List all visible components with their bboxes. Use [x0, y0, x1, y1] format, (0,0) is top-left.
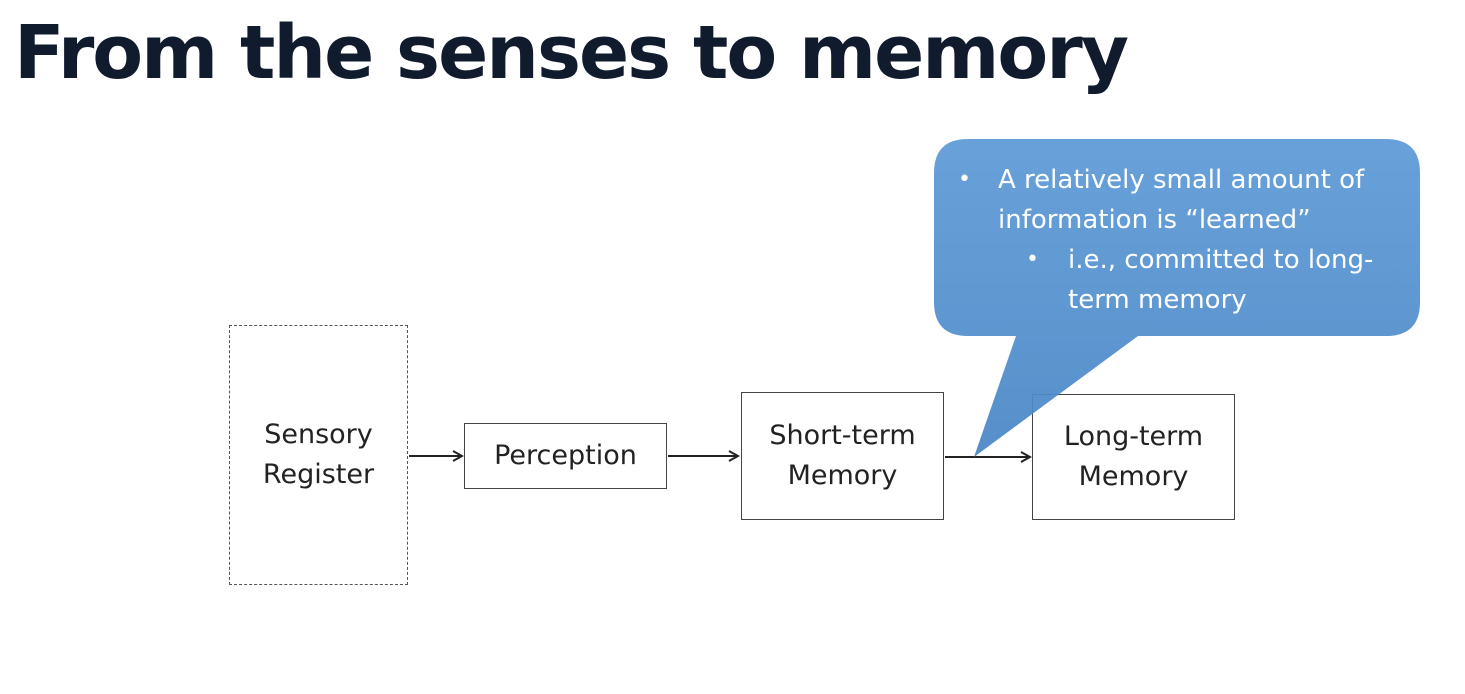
node-short-term-memory: Short-term Memory	[741, 392, 944, 520]
node-perception: Perception	[464, 423, 667, 489]
node-sensory-label-line2: Register	[262, 459, 375, 490]
callout-bullet-2: • i.e., committed to long- term memory	[948, 240, 1398, 320]
node-ltm-label-line2: Memory	[1078, 461, 1189, 492]
node-long-term-memory: Long-term Memory	[1032, 394, 1235, 520]
callout-bubble-shape	[934, 139, 1420, 457]
callout-bullet-1-line1: A relatively small amount of	[998, 165, 1365, 195]
callout-bullet-2-line1: i.e., committed to long-	[1068, 245, 1374, 275]
callout-bullet-2-line2: term memory	[1068, 285, 1247, 315]
bullet-dot-icon: •	[1026, 247, 1039, 272]
callout-bullet-1: • A relatively small amount of informati…	[948, 160, 1398, 240]
callout-bullet-1-line2: information is “learned”	[998, 205, 1311, 235]
node-sensory-label-line1: Sensory	[264, 419, 373, 450]
node-ltm-label-line1: Long-term	[1063, 421, 1204, 452]
node-stm-label-line2: Memory	[787, 460, 898, 491]
node-stm-label-line1: Short-term	[769, 420, 916, 451]
callout-text: • A relatively small amount of informati…	[948, 160, 1398, 320]
node-sensory-register: Sensory Register	[229, 325, 408, 585]
bullet-dot-icon: •	[958, 167, 971, 192]
node-perception-label: Perception	[494, 440, 637, 471]
slide-title: From the senses to memory	[14, 10, 1129, 96]
